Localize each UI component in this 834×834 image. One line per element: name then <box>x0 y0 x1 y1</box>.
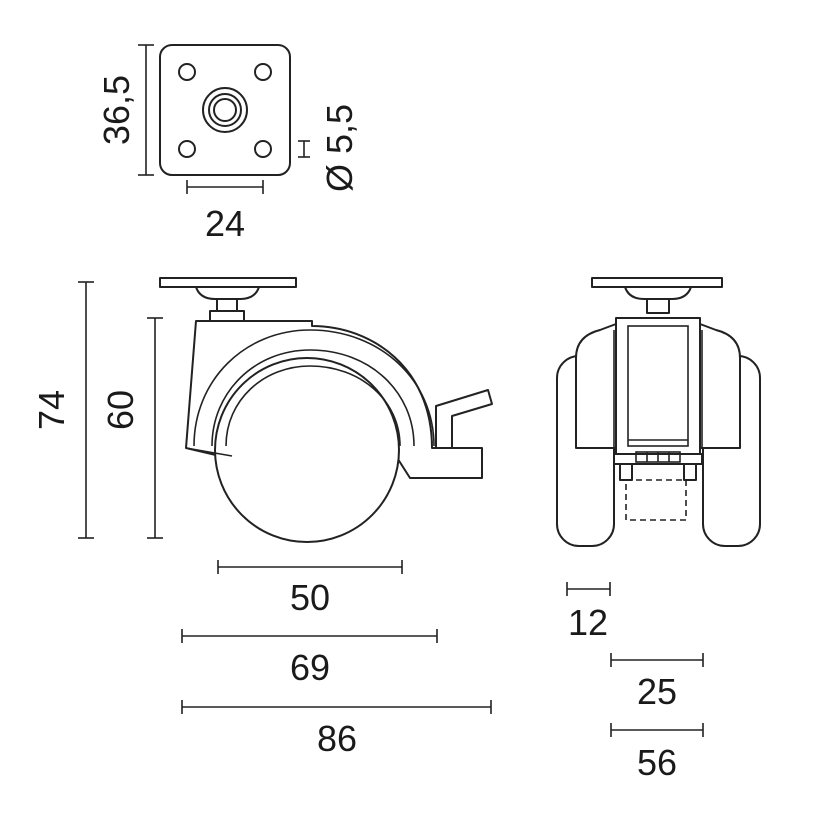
dimension-plate-height: 36,5 <box>96 44 154 176</box>
dimension-hole-spacing: 24 <box>186 180 264 244</box>
dim-label-36-5: 36,5 <box>96 75 137 145</box>
side-brake-pedal <box>435 389 493 449</box>
front-view-caster <box>556 277 761 547</box>
front-hidden-brake <box>625 479 687 521</box>
dimension-hole-diameter: Ø 5,5 <box>298 104 360 192</box>
side-stem <box>216 298 238 312</box>
side-swivel-bearing <box>195 286 260 300</box>
side-wheel <box>214 357 400 543</box>
dim-label-74: 74 <box>31 390 72 430</box>
side-view-caster <box>159 277 493 543</box>
dim-label-hole-5-5: Ø 5,5 <box>319 104 360 192</box>
dim-label-56: 56 <box>637 742 677 783</box>
dimension-body-height: 60 <box>100 317 163 539</box>
front-plate <box>591 277 723 288</box>
dimension-overall-width: 56 <box>610 723 704 783</box>
side-plate <box>159 277 297 288</box>
dim-label-24: 24 <box>205 203 245 244</box>
dimension-overall-length: 86 <box>181 700 492 759</box>
front-brake-tab-right <box>683 463 697 481</box>
dim-label-86: 86 <box>317 718 357 759</box>
dimension-overall-height: 74 <box>31 281 94 539</box>
front-swivel-bearing <box>624 286 692 300</box>
dimension-wheel-width: 12 <box>566 582 611 643</box>
screw-hole-bottom-left <box>178 140 196 158</box>
dim-label-12: 12 <box>568 602 608 643</box>
dimension-body-length: 69 <box>181 629 438 688</box>
top-view-mounting-plate <box>159 44 291 176</box>
dim-label-60: 60 <box>100 390 141 430</box>
dim-label-69: 69 <box>290 647 330 688</box>
front-stem <box>646 298 670 314</box>
screw-hole-bottom-right <box>254 140 272 158</box>
screw-hole-top-right <box>254 63 272 81</box>
front-fork <box>615 317 701 455</box>
side-stem-collar <box>209 310 245 322</box>
front-brake-tab-left <box>619 463 633 481</box>
screw-hole-top-left <box>178 63 196 81</box>
center-boss-inner <box>213 98 237 122</box>
dimension-wheel-diameter: 50 <box>217 560 403 618</box>
dim-label-25: 25 <box>637 671 677 712</box>
dimension-inner-width: 25 <box>610 653 704 712</box>
dim-label-50: 50 <box>290 577 330 618</box>
